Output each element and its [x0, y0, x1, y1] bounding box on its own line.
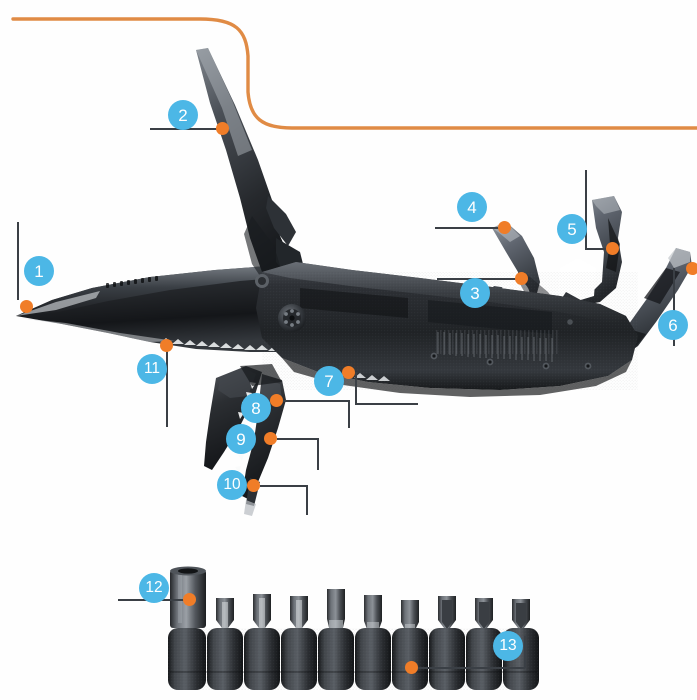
callout-badge-8[interactable]: 8	[241, 393, 271, 423]
leader-line-5	[585, 170, 587, 248]
callout-badge-7[interactable]: 7	[314, 366, 344, 396]
leader-line-4	[435, 227, 503, 229]
callout-dot-7	[342, 366, 355, 379]
callout-dot-3	[515, 272, 528, 285]
leader-line-13	[524, 636, 526, 668]
callout-badge-10[interactable]: 10	[217, 470, 247, 500]
callout-badge-11[interactable]: 11	[137, 354, 167, 384]
leader-line-8	[348, 400, 350, 428]
leader-line-10	[306, 485, 308, 515]
leader-line-6	[673, 268, 675, 346]
callout-dot-2	[216, 122, 229, 135]
callout-badge-1[interactable]: 1	[24, 256, 54, 286]
callout-dot-11	[160, 339, 173, 352]
callout-dot-10	[247, 479, 260, 492]
callout-badge-9[interactable]: 9	[226, 424, 256, 454]
callout-dot-6	[686, 262, 697, 275]
leader-line-9	[317, 438, 319, 470]
callout-dot-13	[405, 661, 418, 674]
callout-dot-1	[20, 300, 33, 313]
callout-badge-3[interactable]: 3	[460, 278, 490, 308]
leader-line-7	[355, 372, 357, 404]
leader-line-1	[17, 222, 19, 300]
leader-line-10	[260, 485, 308, 487]
callout-dot-12	[183, 593, 196, 606]
hook-blade	[196, 48, 304, 300]
callout-dot-5	[606, 242, 619, 255]
callout-badge-5[interactable]: 5	[557, 214, 587, 244]
callout-dot-9	[264, 432, 277, 445]
leader-line-11	[166, 345, 168, 427]
multitool-body	[16, 48, 692, 516]
leader-line-7	[355, 403, 418, 405]
callout-badge-2[interactable]: 2	[168, 100, 198, 130]
callout-badge-12[interactable]: 12	[139, 573, 169, 603]
bit-set	[168, 566, 539, 690]
leader-line-9	[277, 438, 319, 440]
callout-badge-6[interactable]: 6	[658, 310, 688, 340]
leader-line-8	[283, 400, 350, 402]
callout-badge-4[interactable]: 4	[457, 192, 487, 222]
callout-dot-8	[270, 394, 283, 407]
leader-line-13	[418, 667, 525, 669]
handle-body	[255, 262, 638, 397]
callout-dot-4	[498, 221, 511, 234]
knife-blade	[16, 264, 300, 352]
callout-badge-13[interactable]: 13	[493, 631, 523, 661]
bit-tips	[216, 589, 530, 632]
leader-line-5	[585, 248, 612, 250]
bit-holder-block	[168, 628, 539, 690]
